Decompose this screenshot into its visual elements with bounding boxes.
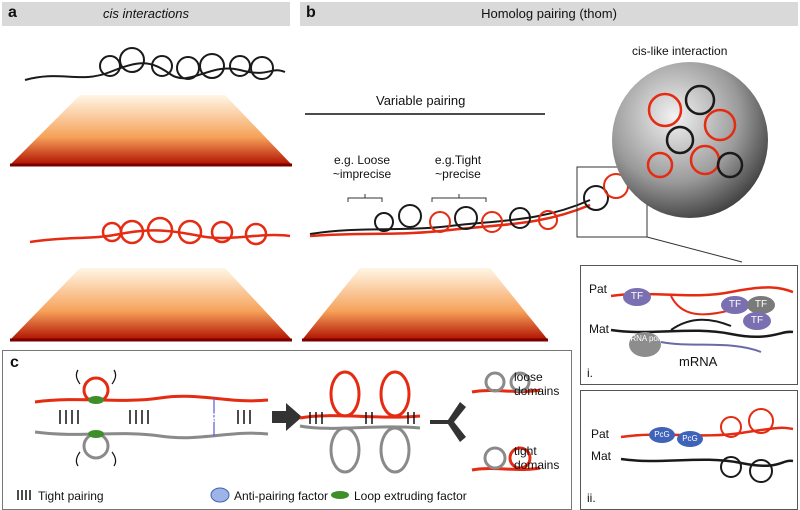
- sphere-chromatin: [646, 84, 744, 179]
- pcg-protein-1: PcG: [649, 427, 675, 443]
- hic-heatmap-2: [10, 268, 292, 340]
- legend-anti-pairing: Anti-pairing factor: [234, 489, 329, 503]
- tf-protein-1: TF: [623, 288, 651, 306]
- panel-c-letter: c: [10, 354, 19, 371]
- nucleus-sphere: [612, 62, 768, 218]
- panel-b-title: Homolog pairing (thom): [481, 6, 617, 21]
- tight-domains-label: tight domains: [514, 444, 560, 472]
- panel-a-header: a cis interactions: [2, 2, 290, 26]
- pcg-protein-2: PcG: [677, 431, 703, 447]
- inset-ii-mat: Mat: [591, 449, 612, 463]
- inset-i-pat: Pat: [589, 282, 608, 296]
- legend-tight-pairing: Tight pairing: [38, 489, 104, 503]
- inset-ii: Pat Mat PcG PcG ii.: [580, 390, 798, 510]
- panel-b-letter: b: [306, 4, 316, 21]
- tight-bracket: [431, 194, 487, 202]
- cis-like-label: cis-like interaction: [632, 44, 728, 58]
- loose-label: e.g. Loose ~imprecise: [332, 153, 392, 181]
- loose-domains-label: loose domains: [514, 370, 560, 398]
- anti-pairing-symbol: ?: [210, 411, 218, 425]
- rna-pol-protein: RNA pol: [629, 332, 661, 357]
- loose-bracket: [347, 194, 383, 202]
- hic-heatmap-1: [10, 95, 292, 165]
- tf-protein-3: TF: [747, 296, 775, 314]
- inset-ii-pat: Pat: [591, 427, 610, 441]
- inset-i-roman: i.: [587, 366, 593, 380]
- inset-i: Pat Mat TF TF TF TF RNA pol mRNA i.: [580, 265, 798, 385]
- panel-c-box: [2, 350, 572, 510]
- inset-ii-roman: ii.: [587, 491, 596, 505]
- tf-protein-2: TF: [721, 296, 749, 314]
- red-chromatin-fiber: [29, 216, 291, 246]
- panel-a-letter: a: [8, 4, 17, 21]
- inset-i-mat: Mat: [589, 322, 610, 336]
- tf-protein-4: TF: [743, 312, 771, 330]
- paired-homolog-fiber: [309, 173, 629, 238]
- mrna-label: mRNA: [679, 354, 718, 369]
- panel-a-title: cis interactions: [103, 6, 189, 21]
- hic-heatmap-3: [302, 268, 548, 340]
- inset-ii-graphics: [620, 408, 794, 483]
- legend-loop-extruding: Loop extruding factor: [354, 489, 467, 503]
- panel-c-graphics: [17, 369, 541, 503]
- panel-b-header: b Homolog pairing (thom): [300, 2, 798, 26]
- variable-pairing-label: Variable pairing: [376, 93, 466, 108]
- tight-label: e.g.Tight ~precise: [434, 153, 482, 181]
- black-chromatin-fiber: [24, 47, 286, 81]
